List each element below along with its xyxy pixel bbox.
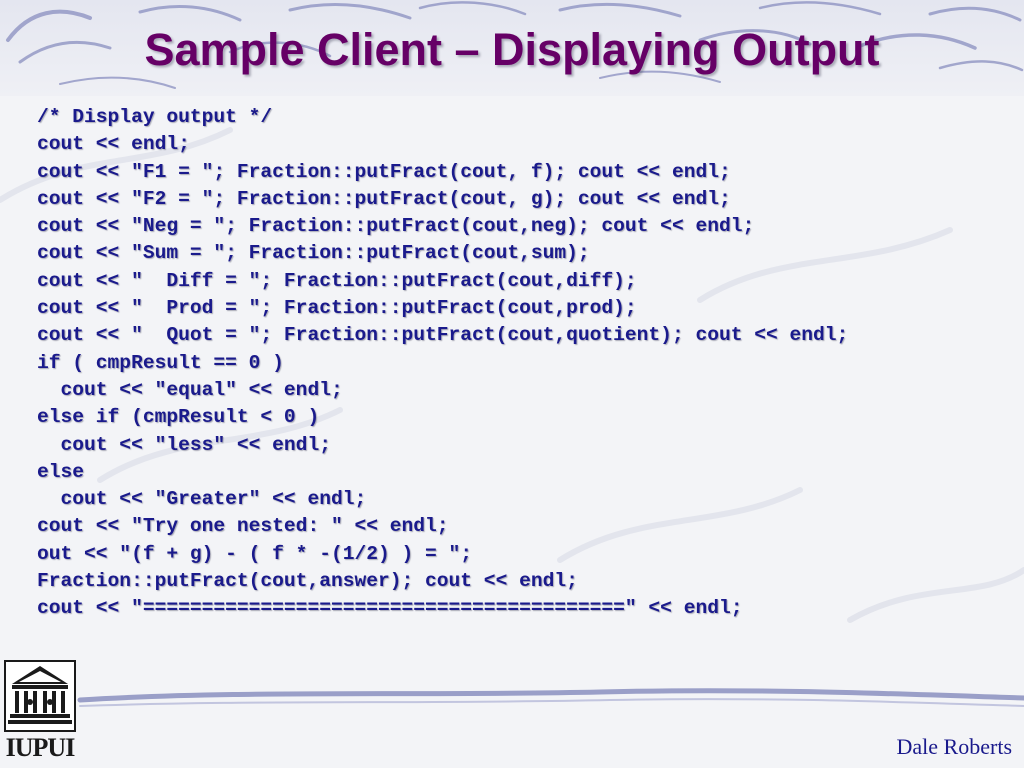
code-line: if ( cmpResult == 0 ) (37, 351, 284, 374)
code-line: else (37, 460, 85, 483)
author-name: Dale Roberts (896, 734, 1012, 759)
university-building-icon (4, 660, 76, 732)
slide-title: Sample Client – Displaying Output (144, 24, 880, 75)
code-line: cout << " Quot = "; Fraction::putFract(c… (37, 324, 849, 347)
code-line: cout << "equal" << endl; (37, 378, 343, 401)
code-line: cout << "F1 = "; Fraction::putFract(cout… (37, 160, 731, 183)
code-line: cout << "F2 = "; Fraction::putFract(cout… (37, 187, 731, 210)
code-line: cout << "Try one nested: " << endl; (37, 515, 449, 538)
code-line: Fraction::putFract(cout,answer); cout <<… (37, 570, 578, 593)
code-block: /* Display output */ cout << endl; cout <<… (37, 104, 848, 623)
logo-text: IUPUI (5, 733, 76, 762)
code-line: cout << "Sum = "; Fraction::putFract(cou… (37, 242, 590, 265)
iupui-logo: IUPUI (4, 660, 76, 764)
code-line: /* Display output */ (37, 106, 273, 128)
code-line: cout << endl; (37, 133, 190, 156)
code-line: cout << "Greater" << endl; (37, 488, 367, 511)
code-line: cout << "less" << endl; (37, 433, 331, 456)
code-line: out << "(f + g) - ( f * -(1/2) ) = "; (37, 542, 473, 565)
code-line: cout << " Diff = "; Fraction::putFract(c… (37, 269, 637, 292)
code-line: cout << "===============================… (37, 597, 743, 620)
code-line: cout << " Prod = "; Fraction::putFract(c… (37, 297, 637, 320)
code-line: else if (cmpResult < 0 ) (37, 406, 320, 429)
code-line: cout << "Neg = "; Fraction::putFract(cou… (37, 215, 755, 238)
